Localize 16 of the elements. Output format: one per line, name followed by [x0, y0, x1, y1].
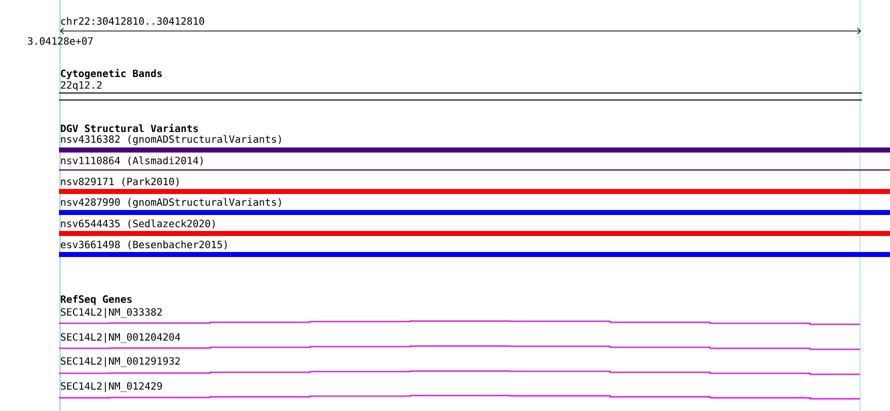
feature-label: nsv4316382 (gnomADStructuralVariants) — [61, 135, 281, 145]
coordinate-label: 3.04128e+07 — [28, 37, 93, 45]
track-title: Cytogenetic Bands — [60, 68, 162, 80]
feature-label: SEC14L2|NM_012429 — [60, 382, 162, 392]
feature-label: nsv829171 (Park2010) — [61, 178, 179, 186]
feature-label: nsv1110864 (Alsmadi2014) — [61, 156, 203, 166]
feature-label: SEC14L2|NM_001204204 — [60, 332, 180, 343]
coordinate-label: chr22:30412810..30412810 — [61, 17, 204, 25]
feature-label: SEC14L2|NM_001291932 — [60, 356, 180, 367]
feature-label: 22q12.2 — [60, 81, 102, 91]
feature-label: SEC14L2|NM_033382 — [60, 308, 162, 318]
feature-label: nsv4287990 (gnomADStructuralVariants) — [61, 198, 281, 208]
feature-label: esv3661498 (Besenbacher2015) — [60, 240, 227, 250]
track-title: DGV Structural Variants — [60, 124, 198, 132]
feature-label: nsv6544435 (Sedlazeck2020) — [61, 220, 215, 228]
track-title: RefSeq Genes — [60, 295, 132, 305]
